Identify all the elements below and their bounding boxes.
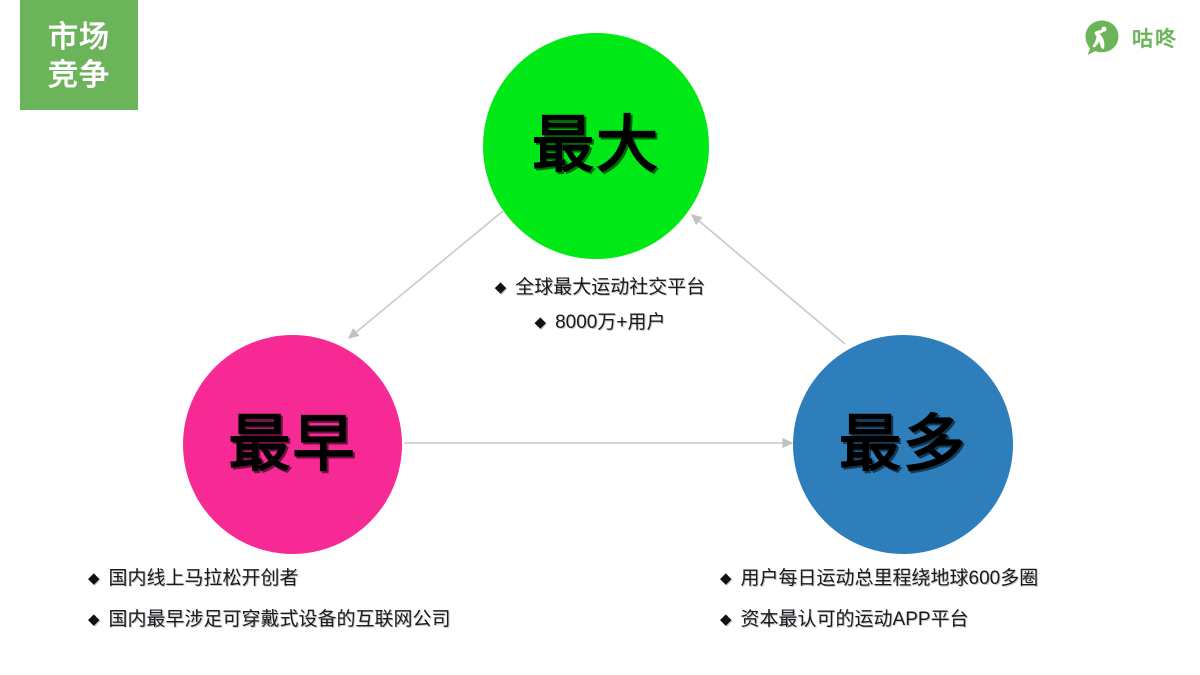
bullet-item: ◆ 用户每日运动总里程绕地球600多圈 [720,569,1038,588]
bubble-label-right: 最多 [838,409,967,479]
diamond-bullet-icon: ◆ [494,279,507,296]
bullet-item: ◆ 8000万+用户 [535,313,666,332]
section-badge-line-1: 市场 [48,20,110,54]
diamond-bullet-icon: ◆ [720,570,732,587]
bubble-most-many[interactable]: 最多 [793,335,1013,554]
diamond-bullet-icon: ◆ [88,570,100,587]
bullet-text: 8000万+用户 [555,312,666,333]
bullet-text: 全球最大运动社交平台 [515,277,706,298]
bullet-item: ◆ 国内最早涉足可穿戴式设备的互联网公司 [88,610,451,629]
brand-logo: 咕咚 [1082,18,1178,58]
diamond-bullet-icon: ◆ [88,611,100,628]
bullets-center: ◆ 全球最大运动社交平台 ◆ 8000万+用户 [0,278,1200,332]
diamond-bullet-icon: ◆ [534,314,547,331]
bullet-item: ◆ 资本最认可的运动APP平台 [720,610,1038,629]
brand-name: 咕咚 [1132,28,1178,51]
bullet-text: 国内最早涉足可穿戴式设备的互联网公司 [108,609,451,630]
bubble-label-top: 最大 [531,111,660,180]
bubble-label-left: 最早 [228,409,357,479]
bubble-most-large[interactable]: 最大 [483,33,709,259]
bullet-text: 资本最认可的运动APP平台 [740,609,969,630]
bullet-item: ◆ 国内线上马拉松开创者 [88,569,451,588]
section-badge-line-2: 竞争 [48,59,110,92]
gudong-runner-logo-icon [1082,18,1122,58]
diamond-bullet-icon: ◆ [720,611,732,628]
bullet-text: 国内线上马拉松开创者 [108,568,299,589]
section-badge: 市场 竞争 [20,0,138,110]
bubble-earliest[interactable]: 最早 [183,335,402,554]
bullet-item: ◆ 全球最大运动社交平台 [495,278,706,297]
bullet-text: 用户每日运动总里程绕地球600多圈 [740,568,1039,589]
bullets-left: ◆ 国内线上马拉松开创者 ◆ 国内最早涉足可穿戴式设备的互联网公司 [88,569,451,629]
bullets-right: ◆ 用户每日运动总里程绕地球600多圈 ◆ 资本最认可的运动APP平台 [720,569,1038,629]
